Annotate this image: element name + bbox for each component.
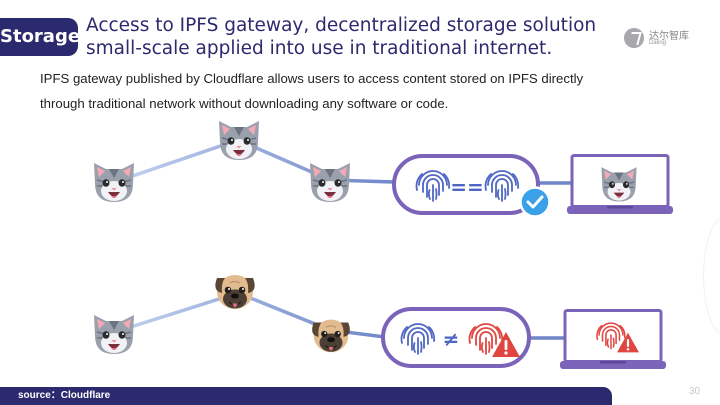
footer-bar: [0, 387, 612, 405]
check-icon: [519, 186, 551, 218]
slide-title: Access to IPFS gateway, decentralized st…: [86, 14, 597, 60]
route-line-top: [114, 138, 396, 184]
description-line-1: IPFS gateway published by Cloudflare all…: [40, 71, 584, 86]
title-line-2: small-scale applied into use in traditio…: [86, 38, 553, 59]
dog-node-icon: [311, 318, 351, 354]
storage-tag: Storage: [0, 18, 80, 56]
cat-node-icon: [218, 120, 260, 161]
cat-node-icon: [93, 162, 135, 203]
description-line-2: through traditional network without down…: [40, 96, 449, 111]
brand-logo: 达尔智库 Daling: [624, 26, 708, 52]
source-note: source：Cloudflare: [18, 390, 111, 401]
not-equal-symbol: ≠: [443, 327, 460, 351]
row-rejected: ≠: [93, 274, 666, 371]
route-line-bottom: [114, 291, 386, 339]
logo-subtitle: Daling: [649, 40, 667, 46]
cat-node-icon: [309, 162, 351, 203]
cat-node-icon: [93, 314, 135, 355]
row-verified: ==: [93, 120, 673, 218]
logo-icon: [624, 28, 644, 48]
title-line-1: Access to IPFS gateway, decentralized st…: [86, 15, 597, 36]
equals-symbol: ==: [450, 175, 484, 199]
page-number: 30: [689, 386, 701, 397]
description: IPFS gateway published by Cloudflare all…: [40, 66, 700, 116]
laptop-icon: [560, 309, 666, 371]
logo-name: 达尔智库: [649, 31, 689, 42]
dog-node-icon: [214, 274, 256, 310]
